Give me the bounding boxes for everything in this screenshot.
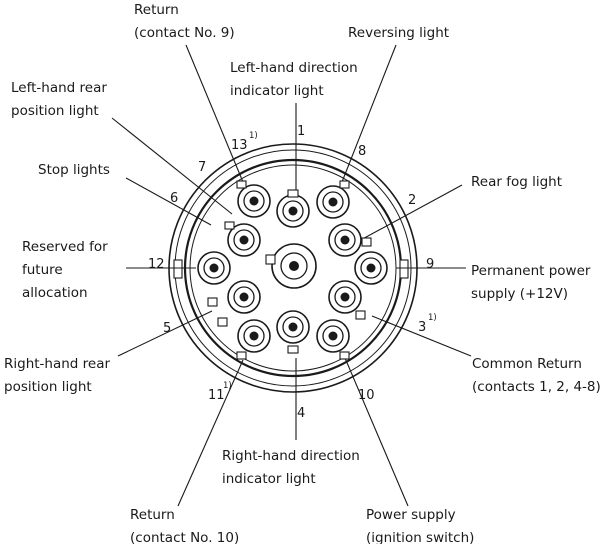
pin-9-number: 9 [426,257,434,272]
pin-1-socket [276,189,310,228]
pin-11-number: 11 [208,388,225,403]
pin-6-number: 6 [170,191,178,206]
pin-center-socket [265,243,317,289]
function-labels: Return (contact No. 9) Reversing light L… [4,2,601,544]
pin-13-socket [236,180,271,218]
pin-10-number: 10 [358,388,375,403]
label-return-contact-10-line2: (contact No. 10) [130,530,239,544]
label-reserved-line1: Reserved for [22,239,108,255]
label-power-ignition-line1: Power supply [366,507,456,523]
label-permanent-power-line2: supply (+12V) [471,286,568,302]
label-power-ignition-line2: (ignition switch) [366,530,474,544]
pin-11-footnote: 1) [223,381,232,391]
label-return-contact-9-line2: (contact No. 9) [134,25,235,41]
pin-12-socket [197,251,231,285]
pin-9-socket [354,251,388,285]
label-common-return-line1: Common Return [472,356,582,372]
pin-13-footnote: 1) [249,131,258,141]
pin-13-number: 13 [231,138,248,153]
pin-7-number: 7 [198,160,206,175]
label-right-rear-position-line2: position light [4,379,92,395]
label-stop-lights: Stop lights [38,162,110,178]
label-left-indicator-line2: indicator light [230,83,324,99]
label-reserved-line3: allocation [22,285,88,301]
pin-11-socket [236,351,247,360]
label-return-contact-10-line1: Return [130,507,175,523]
label-right-rear-position-line1: Right-hand rear [4,356,110,372]
pin-5-number: 5 [163,321,171,336]
pin-3-socket [328,280,366,320]
pin-5-socket [217,317,271,353]
pin-2-socket [328,223,372,257]
pin-4-socket [276,310,310,354]
pin-10-socket [316,319,350,360]
pin-1-number: 1 [297,124,305,139]
pin-numbers: 13 1) 1 8 7 6 2 12 9 5 3 1) 11 1) 10 4 [148,124,437,421]
pin-8-socket [316,180,350,219]
label-reserved-line2: future [22,262,63,278]
label-reversing-light: Reversing light [348,25,449,41]
leader-lines [111,44,472,507]
pin-4-number: 4 [297,406,305,421]
label-left-rear-position-line2: position light [11,103,99,119]
pin-sockets [197,180,388,360]
label-rear-fog-light: Rear fog light [471,174,562,190]
label-permanent-power-line1: Permanent power [471,263,591,279]
label-left-indicator-line1: Left-hand direction [230,60,358,76]
pin-8-number: 8 [358,144,366,159]
label-left-rear-position-line1: Left-hand rear [11,80,107,96]
label-right-indicator-line2: indicator light [222,471,316,487]
pin-3-number: 3 [418,320,426,335]
pin-2-number: 2 [408,193,416,208]
label-right-indicator-line1: Right-hand direction [222,448,360,464]
label-return-contact-9-line1: Return [134,2,179,18]
pin-12-number: 12 [148,257,165,272]
pin-6-socket [207,280,261,314]
pin-7-socket [224,221,261,257]
label-common-return-line2: (contacts 1, 2, 4-8) [472,379,601,395]
pin-3-footnote: 1) [428,313,437,323]
